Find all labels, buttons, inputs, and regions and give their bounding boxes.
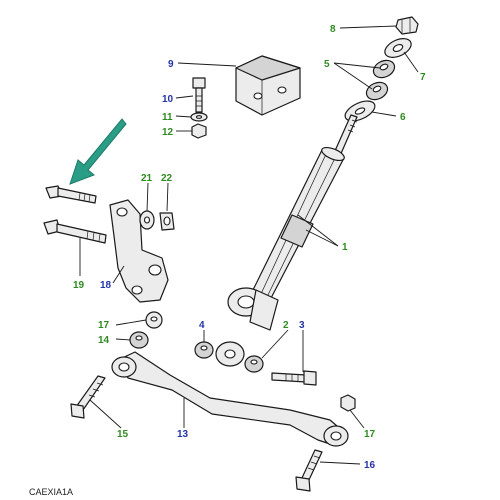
eye-assembly bbox=[215, 341, 245, 367]
leader-lines bbox=[79, 25, 419, 465]
callout-13: 13 bbox=[177, 429, 189, 440]
callout-5: 5 bbox=[324, 59, 330, 70]
top-nut bbox=[395, 16, 419, 35]
bush-14 bbox=[129, 331, 149, 349]
bush-4 bbox=[194, 341, 214, 359]
bush-2 bbox=[244, 355, 264, 373]
callout-4: 4 bbox=[199, 320, 205, 331]
callout-17-left: 17 bbox=[98, 320, 110, 331]
callout-2: 2 bbox=[283, 320, 289, 331]
shock-absorber-body bbox=[227, 146, 345, 331]
callout-12: 12 bbox=[162, 127, 174, 138]
upper-bush bbox=[372, 59, 396, 79]
callout-22: 22 bbox=[161, 173, 173, 184]
mounting-bracket bbox=[235, 55, 301, 116]
diagram-code: CAEXIA1A bbox=[29, 487, 73, 497]
callout-10: 10 bbox=[162, 94, 174, 105]
callout-15: 15 bbox=[117, 429, 129, 440]
indicator-arrow-icon bbox=[69, 118, 127, 185]
callout-labels: 1 2 3 4 5 6 7 8 9 10 11 12 13 14 15 16 1… bbox=[73, 24, 426, 471]
nut-17-right bbox=[340, 394, 356, 412]
bracket-nut bbox=[191, 123, 207, 139]
callout-16: 16 bbox=[364, 460, 376, 471]
callout-1: 1 bbox=[342, 242, 348, 253]
mounting-bolt-top bbox=[45, 185, 97, 204]
callout-14: 14 bbox=[98, 335, 110, 346]
link-plate bbox=[109, 199, 169, 303]
bush-22 bbox=[159, 212, 175, 231]
callout-9: 9 bbox=[168, 59, 174, 70]
callout-21: 21 bbox=[141, 173, 153, 184]
callout-19: 19 bbox=[73, 280, 85, 291]
washer-top bbox=[384, 38, 412, 58]
bush-17-left bbox=[145, 311, 163, 329]
bolt-3 bbox=[271, 370, 317, 386]
callout-7: 7 bbox=[420, 72, 426, 83]
bracket-bolt bbox=[192, 77, 206, 113]
bolt-16 bbox=[295, 449, 323, 492]
callout-8: 8 bbox=[330, 24, 336, 35]
callout-18: 18 bbox=[100, 280, 112, 291]
lower-link-arm bbox=[111, 351, 349, 447]
callout-6: 6 bbox=[400, 112, 406, 123]
bolt-15 bbox=[70, 375, 106, 419]
bush-21 bbox=[139, 210, 155, 230]
mounting-bolt-lower bbox=[43, 219, 107, 244]
lower-bush bbox=[365, 81, 389, 101]
callout-11: 11 bbox=[162, 112, 173, 123]
bracket-washer bbox=[190, 112, 208, 122]
callout-3: 3 bbox=[299, 320, 305, 331]
seat-washer bbox=[344, 100, 376, 122]
callout-17-right: 17 bbox=[364, 429, 376, 440]
